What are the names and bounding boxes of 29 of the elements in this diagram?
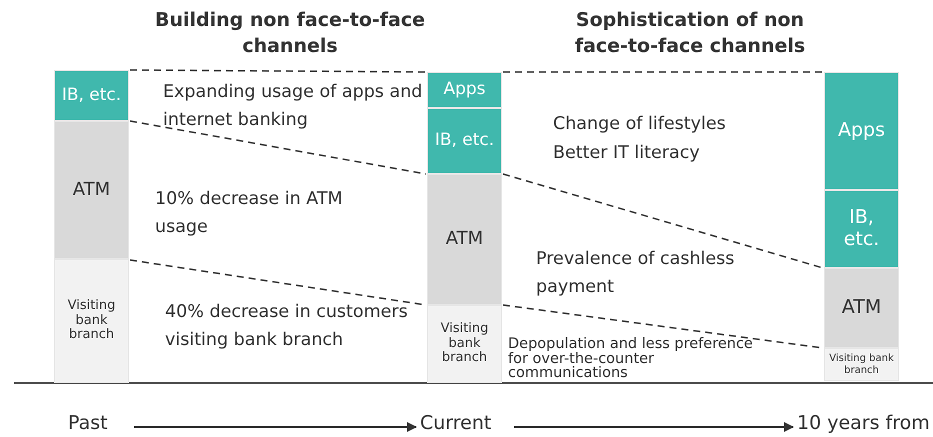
annotation-text: Change of lifestyles xyxy=(553,113,727,136)
bar-segment: IB, etc. xyxy=(824,190,899,268)
bar-segment: Visiting bank branch xyxy=(824,348,899,381)
bar-segment: Apps xyxy=(824,72,899,190)
annotation-text: 40% decrease in customers visiting bank branch xyxy=(165,301,409,352)
bar-segment: Visiting bank branch xyxy=(54,259,129,383)
timeline-label: 10 years from xyxy=(797,412,933,437)
bar-segment: ATM xyxy=(54,121,129,259)
annotation-text: Prevalence of cashless payment xyxy=(536,248,736,299)
bar-segment: Apps xyxy=(427,72,502,108)
section-heading: Building non face-to-face channels xyxy=(154,8,426,59)
arrow xyxy=(514,422,794,432)
timeline-label: Current xyxy=(420,412,515,437)
bar-segment: ATM xyxy=(824,268,899,348)
bar-segment: IB, etc. xyxy=(54,70,129,121)
annotation-text: Expanding usage of apps and internet banking xyxy=(163,81,423,132)
annotation-text: Better IT literacy xyxy=(553,142,701,165)
timeline-label: Past xyxy=(68,412,128,437)
annotation-text: 10% decrease in ATM usage xyxy=(155,188,344,239)
annotation-text: Depopulation and less preference for over-the-counter communications xyxy=(508,337,754,380)
dashed-line xyxy=(503,71,823,73)
dashed-line xyxy=(502,173,824,269)
bar-segment: Visiting bank branch xyxy=(427,305,502,383)
dashed-line xyxy=(130,120,426,175)
section-heading: Sophistication of non face-to-face channels xyxy=(574,8,806,59)
bar-segment: ATM xyxy=(427,174,502,305)
arrow xyxy=(134,422,417,432)
dashed-line xyxy=(130,69,426,73)
bar-segment: IB, etc. xyxy=(427,108,502,174)
